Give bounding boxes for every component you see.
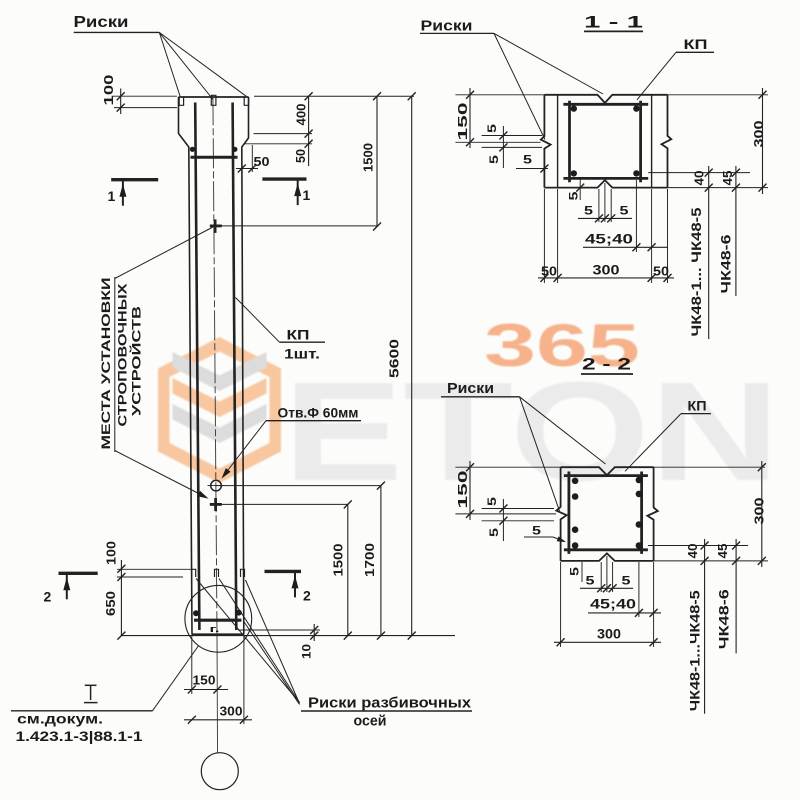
svg-text:365: 365 — [484, 312, 640, 379]
svg-text:Риски разбивочных: Риски разбивочных — [308, 695, 472, 712]
svg-text:45: 45 — [716, 543, 730, 558]
svg-text:300: 300 — [220, 704, 243, 719]
svg-text:ЧК48-1... ЧК48-5: ЧК48-1... ЧК48-5 — [689, 207, 704, 337]
svg-text:2: 2 — [303, 588, 311, 604]
svg-text:300: 300 — [593, 263, 620, 278]
svg-text:2: 2 — [44, 589, 52, 605]
svg-text:50: 50 — [541, 265, 557, 279]
svg-text:5: 5 — [487, 155, 501, 164]
svg-text:650: 650 — [103, 591, 118, 616]
svg-text:1.423.1-3|88.1-1: 1.423.1-3|88.1-1 — [16, 729, 144, 744]
svg-text:КП: КП — [287, 327, 310, 343]
svg-text:100: 100 — [104, 541, 119, 565]
svg-text:см.докум.: см.докум. — [17, 712, 103, 727]
svg-text:1500: 1500 — [330, 544, 345, 577]
svg-text:50: 50 — [254, 154, 270, 169]
svg-text:45: 45 — [721, 170, 735, 185]
svg-text:Риски: Риски — [421, 18, 473, 35]
svg-text:ЧК48-6: ЧК48-6 — [717, 589, 732, 650]
svg-text:5: 5 — [586, 574, 595, 588]
svg-text:1: 1 — [303, 187, 311, 203]
svg-text:осей: осей — [354, 713, 387, 730]
svg-text:2 - 2: 2 - 2 — [582, 355, 631, 374]
svg-text:5: 5 — [485, 124, 499, 133]
svg-text:1: 1 — [108, 188, 116, 204]
svg-text:5: 5 — [620, 204, 629, 218]
svg-text:КП: КП — [688, 398, 707, 414]
svg-text:Риски: Риски — [74, 14, 129, 31]
svg-text:5: 5 — [567, 567, 581, 576]
svg-text:5: 5 — [532, 524, 541, 538]
svg-text:300: 300 — [751, 121, 766, 148]
svg-text:Отв.Ф 60мм: Отв.Ф 60мм — [278, 405, 359, 421]
svg-text:ЧК48-6: ЧК48-6 — [718, 234, 733, 294]
svg-text:1 - 1: 1 - 1 — [584, 13, 643, 32]
svg-text:КП: КП — [684, 36, 708, 52]
svg-text:Риски: Риски — [447, 380, 494, 397]
svg-text:40: 40 — [693, 170, 707, 185]
svg-text:10: 10 — [299, 644, 313, 659]
svg-text:5: 5 — [487, 528, 501, 537]
svg-text:50: 50 — [293, 149, 308, 163]
svg-text:5600: 5600 — [386, 339, 401, 378]
svg-text:СТРОПОВОЧНЫХ: СТРОПОВОЧНЫХ — [115, 284, 129, 427]
svg-text:40: 40 — [686, 543, 700, 558]
svg-text:45;40: 45;40 — [590, 596, 636, 612]
svg-text:г.: г. — [210, 624, 220, 634]
svg-text:150: 150 — [193, 673, 216, 688]
svg-text:5: 5 — [566, 191, 580, 200]
svg-text:5: 5 — [523, 153, 532, 167]
svg-text:1500: 1500 — [360, 143, 375, 172]
svg-text:УСТРОЙСТВ: УСТРОЙСТВ — [128, 306, 143, 416]
svg-text:150: 150 — [455, 103, 470, 141]
svg-text:150: 150 — [455, 471, 470, 509]
svg-text:ЧК48-1...ЧК48-5: ЧК48-1...ЧК48-5 — [687, 590, 702, 712]
svg-text:5: 5 — [485, 497, 499, 506]
svg-text:1шт.: 1шт. — [284, 346, 320, 362]
svg-text:5: 5 — [622, 574, 631, 588]
svg-text:5: 5 — [584, 204, 593, 218]
svg-text:50: 50 — [653, 265, 669, 279]
svg-text:100: 100 — [101, 75, 116, 106]
svg-text:МЕСТА УСТАНОВКИ: МЕСТА УСТАНОВКИ — [99, 278, 113, 450]
svg-text:300: 300 — [597, 627, 621, 642]
svg-text:1700: 1700 — [362, 543, 377, 577]
svg-text:400: 400 — [293, 104, 308, 126]
svg-text:45;40: 45;40 — [585, 231, 633, 247]
svg-text:300: 300 — [751, 498, 766, 525]
